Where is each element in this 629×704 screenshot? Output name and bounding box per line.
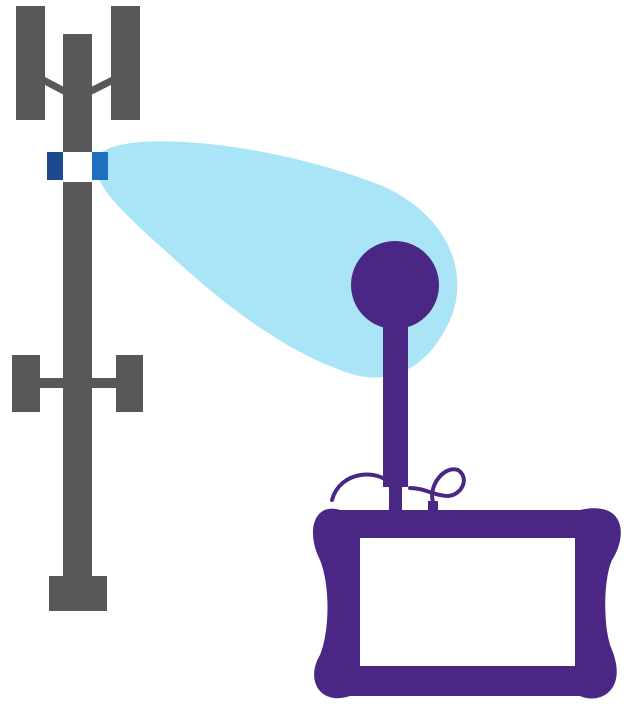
top-left-bracket <box>43 76 66 96</box>
lower-crossbar <box>38 378 118 388</box>
probe-shaft <box>383 312 408 487</box>
antenna-panel-right-icon <box>92 152 108 180</box>
antenna-panel-left-icon <box>47 152 63 180</box>
tester-screen <box>360 538 575 666</box>
tower-mast-top <box>63 34 92 152</box>
lower-left-panel <box>12 355 40 412</box>
probe-connector <box>389 485 402 513</box>
top-right-panel <box>111 6 140 120</box>
top-left-panel <box>16 6 45 120</box>
lower-right-panel <box>116 355 143 412</box>
top-right-bracket <box>89 76 113 96</box>
cell-tower-icon <box>12 6 143 611</box>
tower-base <box>49 576 107 611</box>
handheld-tester-icon <box>313 241 621 699</box>
